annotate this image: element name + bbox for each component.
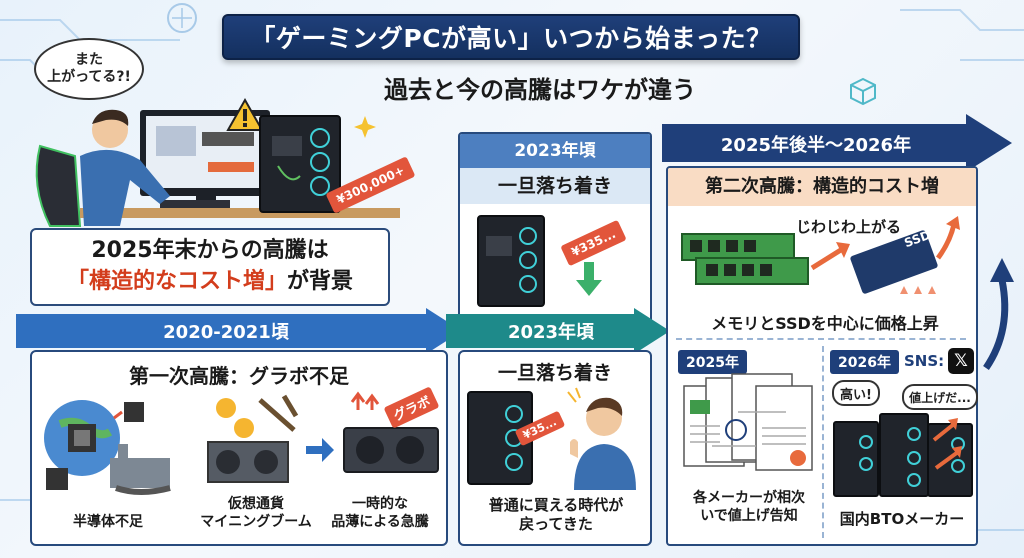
- temporary-shortage-label: 一時的な 品薄による急騰: [331, 496, 429, 530]
- section-divider-vertical: [822, 346, 824, 538]
- crypto-mining-label: 仮想通貨 マイニングブーム: [200, 496, 312, 530]
- bubble-line-2: 上がってる?!: [47, 69, 131, 85]
- year-tab-2025: 2025年: [678, 350, 747, 374]
- crypto-mining-illustration: [207, 394, 299, 483]
- rising-note: じわじわ上がる: [796, 218, 902, 236]
- period-2023-top-heading: 一旦落ち着き: [460, 168, 650, 204]
- period-2023-bottom-caption: 普通に買える時代が 戻ってきた: [488, 496, 624, 533]
- page-subtitle: 過去と今の高騰はワケが違う: [384, 75, 696, 104]
- year-tab-2026: 2026年: [830, 350, 899, 374]
- curved-up-arrow: [983, 258, 1014, 370]
- chip-shortage-illustration: [44, 400, 171, 495]
- price-notice-documents: [683, 373, 813, 471]
- chip-shortage-label: 半導体不足: [73, 514, 143, 530]
- price-notice-caption: 各メーカーが相次 いで値上げ告知: [693, 490, 805, 524]
- period-2025-label: 2025年後半〜2026年: [720, 135, 912, 156]
- person-at-pc-illustration: [35, 97, 400, 227]
- timeline-arrow-2023: [446, 308, 670, 354]
- timeline-arrow-2025: [662, 114, 1012, 172]
- x-logo-icon: 𝕏: [948, 348, 974, 374]
- thought-bubble: また 上がってる?!: [34, 38, 144, 100]
- cube-icon: [850, 77, 876, 106]
- pc-tower-2023-top: [477, 215, 545, 307]
- speech-price-up: 値上げだ...: [902, 384, 978, 410]
- cost-increase-caption: 2025年末からの高騰は 「構造的なコスト増」が背景: [30, 228, 390, 306]
- period-2020-heading: 第一次高騰：グラボ不足: [129, 364, 349, 388]
- caption-highlight: 「構造的なコスト増」: [66, 269, 287, 294]
- page-title: 「ゲーミングPCが高い」いつから始まった？: [222, 14, 800, 60]
- bto-maker-caption: 国内BTOメーカー: [839, 510, 965, 528]
- sns-label: SNS:: [904, 352, 945, 370]
- timeline-arrow-2020: [16, 308, 462, 354]
- caption-line-1: 2025年末からの高騰は: [91, 238, 329, 264]
- caption-line-2-rest: が背景: [287, 269, 354, 294]
- arrow-right-icon: [306, 438, 334, 462]
- bubble-line-1: また: [75, 52, 103, 69]
- memory-ssd-illustration: [681, 216, 960, 294]
- speech-expensive: 高い!: [832, 380, 880, 406]
- bto-pc-towers: [833, 413, 973, 497]
- period-2023-bottom-label: 2023年頃: [507, 322, 595, 343]
- period-2023-top-label: 2023年頃: [460, 134, 650, 168]
- section-divider: [676, 338, 966, 340]
- period-2025-heading: 第二次高騰：構造的コスト増: [668, 168, 976, 206]
- arrow-down-icon: [576, 262, 602, 296]
- pc-tower-and-person-illustration: [467, 387, 636, 490]
- gpu-price-spike-illustration: [343, 391, 439, 473]
- period-2023-bottom-heading: 一旦落ち着き: [497, 362, 612, 384]
- period-2020-label: 2020-2021頃: [163, 322, 289, 343]
- memory-ssd-summary: メモリとSSDを中心に価格上昇: [711, 314, 939, 333]
